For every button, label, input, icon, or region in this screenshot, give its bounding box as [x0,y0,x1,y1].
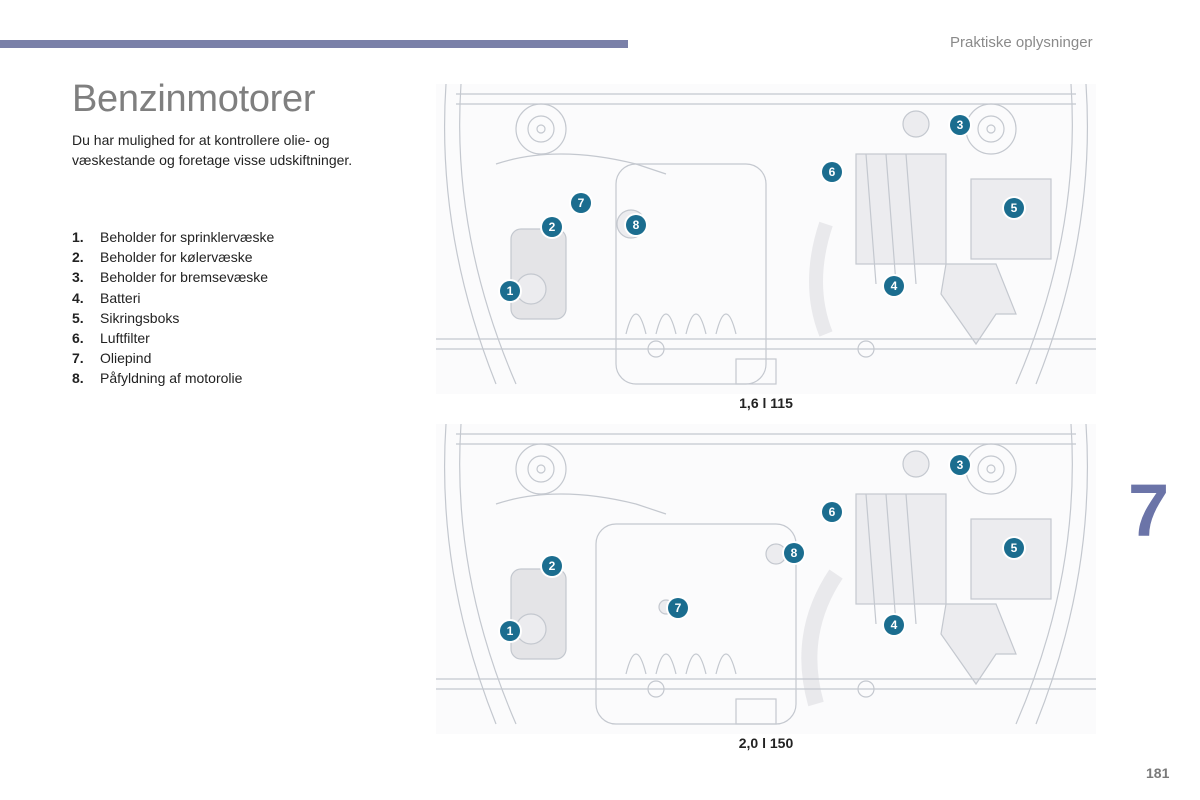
engine-diagram-2-0: 1 2 3 4 5 6 7 8 [436,424,1096,734]
section-title: Praktiske oplysninger [950,34,1093,51]
header-accent-bar [0,40,628,48]
legend-label: Beholder for sprinklervæske [100,229,275,245]
legend-number: 5. [72,309,84,326]
legend-item: 4. Batteri [72,288,274,308]
legend-item: 8. Påfyldning af motorolie [72,368,274,388]
component-legend: 1. Beholder for sprinklervæske 2. Beholder… [72,227,274,389]
callout-badge-6: 6 [822,162,842,182]
legend-number: 4. [72,289,84,306]
callout-badge-7: 7 [668,598,688,618]
callout-badge-4: 4 [884,276,904,296]
intro-text: Du har mulighed for at kontrollere olie-… [72,132,353,168]
engine-bay-illustration [436,424,1096,725]
diagram-caption: 1,6 l 115 [739,395,793,411]
legend-label: Beholder for bremsevæske [100,269,269,286]
diagram-caption: 2,0 l 150 [738,735,794,751]
callout-badge-5: 5 [1004,538,1024,558]
legend-item: 1. Beholder for sprinklervæske [72,227,274,247]
callout-badge-3: 3 [950,455,970,475]
callout-badge-1: 1 [500,281,520,301]
callout-badge-2: 2 [542,217,562,237]
legend-label: Sikringsboks [100,309,180,326]
legend-label: Batteri [100,289,141,306]
legend-item: 2. Beholder for kølervæske [72,247,274,267]
chapter-number: 7 [1128,469,1170,552]
callout-badge-3: 3 [950,115,970,135]
page-title: Benzinmotorer [72,78,316,120]
engine-bay-illustration [436,84,1096,385]
legend-number: 7. [72,350,84,367]
legend-number: 1. [72,229,84,245]
legend-item: 5. Sikringsboks [72,308,274,328]
page-number: 181 [1146,765,1170,781]
legend-item: 6. Luftfilter [72,328,274,348]
legend-number: 3. [72,269,84,286]
engine-diagram-1-6: 1 2 3 4 5 6 7 8 [436,84,1096,394]
callout-badge-4: 4 [884,615,904,635]
legend-number: 6. [72,330,84,347]
legend-number: 8. [72,370,84,387]
callout-badge-1: 1 [500,621,520,641]
legend-label: Påfyldning af motorolie [100,370,243,387]
legend-label: Oliepind [100,350,152,367]
legend-number: 2. [72,249,84,266]
callout-badge-2: 2 [542,556,562,576]
legend-item: 7. Oliepind [72,348,274,368]
legend-item: 3. Beholder for bremsevæske [72,267,274,287]
callout-badge-6: 6 [822,502,842,522]
callout-badge-8: 8 [626,215,646,235]
callout-badge-8: 8 [784,543,804,563]
legend-label: Luftfilter [100,330,150,347]
callout-badge-5: 5 [1004,198,1024,218]
callout-badge-7: 7 [571,193,591,213]
legend-label: Beholder for kølervæske [100,249,253,266]
